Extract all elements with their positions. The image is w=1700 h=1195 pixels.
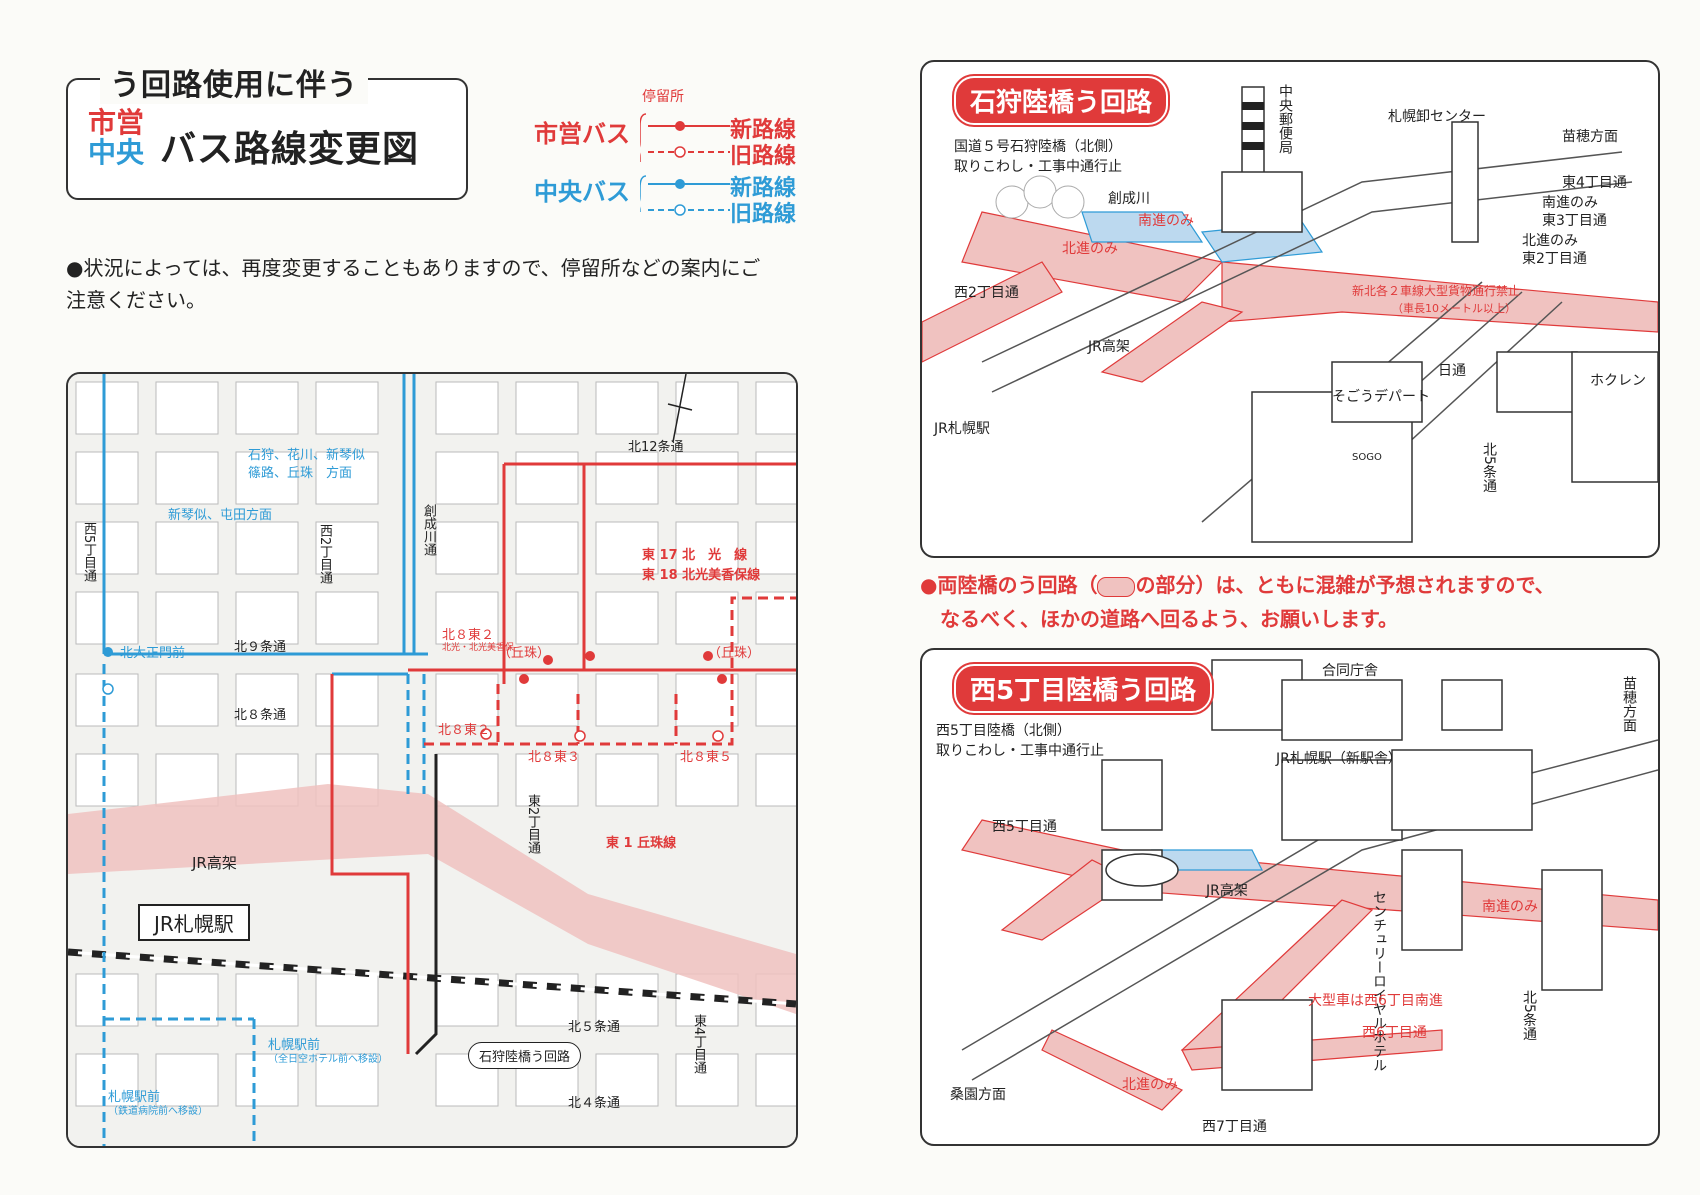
label-kita4: 北４条通 [568, 1096, 621, 1111]
p1-north-only2: 北進のみ [1522, 233, 1578, 249]
title-chuo: 中央 [88, 136, 145, 169]
legend: 停留所 市営バス 中央バス 新路線 旧路線 新路線 旧路線 [530, 86, 810, 227]
legend-chuo-new: 新路線 [730, 176, 797, 201]
label-kita8higashi2-top: 北８東２ [442, 628, 495, 643]
p2-bridge-note1: 西5丁目陸橋（北側） [936, 723, 1071, 739]
p1-bridge-note1: 国道５号石狩陸橋（北側） [954, 139, 1122, 155]
nishi5-illustration [961, 659, 1658, 1111]
legend-city-bus: 市営バス [534, 120, 630, 148]
label-kita9: 北９条通 [234, 640, 287, 655]
label-kita8higashi2-sub: 北光・北光美香保 [442, 643, 515, 653]
label-kitadaiseimon: 北大正門前 [120, 646, 186, 661]
congestion-note-line2: なるべく、ほかの道路へ回るよう、お願いします。 [940, 607, 1398, 631]
label-higashi2: 東2丁目通 [525, 794, 540, 855]
p1-south-only: 南進のみ [1138, 213, 1194, 229]
label-okadama1: （丘珠） [498, 646, 551, 661]
label-kita8higashi2-bot: 北８東２ [438, 723, 491, 738]
p1-post: 中央郵便局 [1277, 84, 1293, 154]
p1-north-only: 北進のみ [1062, 241, 1118, 257]
label-route17: 東 17 北 光 線 [642, 548, 748, 563]
label-ishikari: 石狩、花川、新琴似 [248, 448, 366, 463]
label-higashi4: 東4丁目通 [691, 1014, 706, 1075]
label-okadama2: （丘珠） [708, 646, 761, 661]
legend-lines [640, 113, 730, 216]
label-kita8higashi5: 北８東５ [680, 750, 733, 765]
nishi5-badge: 西5丁目陸橋う回路 [954, 664, 1213, 713]
legend-chuo-old: 旧路線 [730, 202, 797, 227]
nishi5-bridge-panel: 西5丁目陸橋う回路 合同庁舎 苗穂方面 西5丁目陸橋（北側） 取りこわし・工事中… [920, 648, 1660, 1146]
p1-higashi4: 東4丁目通 [1562, 175, 1627, 191]
label-nishi2: 西2丁目通 [317, 524, 332, 585]
caution-note: ●状況によっては、再度変更することもありますので、停留所などの案内にご注意くださ… [66, 256, 761, 312]
legend-city-old: 旧路線 [730, 144, 797, 169]
label-shinoro: 篠路、丘珠 方面 [248, 466, 353, 481]
p1-kita5: 北5条通 [1481, 442, 1497, 493]
p2-bridge-note2: 取りこわし・工事中通行止 [936, 743, 1104, 759]
p1-bridge-note2: 取りこわし・工事中通行止 [954, 159, 1122, 175]
p1-sogo-sign: SOGO [1352, 452, 1382, 463]
p2-north-only: 北進のみ [1122, 1077, 1178, 1093]
label-kita5: 北５条通 [568, 1020, 621, 1035]
label-sapporo-ekimae2: 札幌駅前 [108, 1090, 161, 1105]
label-ishikari-detour: 石狩陸橋う回路 [468, 1042, 582, 1069]
label-kita12: 北12条通 [628, 440, 684, 455]
route-map: N 北12条通 石狩、花川、新琴似 篠路、丘珠 方面 新琴似、屯田方面 西5丁目… [66, 372, 798, 1148]
label-route18: 東 18 北光美香保線 [642, 568, 761, 583]
label-shinkotoni: 新琴似、屯田方面 [168, 508, 273, 523]
label-sapporo-ekimae: 札幌駅前 [268, 1038, 321, 1053]
p1-higashi3: 東3丁目通 [1542, 213, 1607, 229]
legend-stop-label: 停留所 [642, 89, 684, 105]
p2-south-only: 南進のみ [1482, 899, 1538, 915]
title-city: 市営 [88, 106, 145, 139]
label-sapporo-ekimae-note: （全日空ホテル前へ移設） [268, 1054, 388, 1065]
p2-jr-elevated: JR高架 [1206, 883, 1248, 899]
pink-swatch [1097, 576, 1136, 597]
title-top: う回路使用に伴う [100, 60, 368, 104]
p2-jr-new: JR札幌駅（新駅舎） [1276, 751, 1402, 767]
legend-chuo-bus: 中央バス [534, 178, 630, 206]
p2-nishi5: 西5丁目通 [992, 819, 1057, 835]
label-sapporo-ekimae2-note: （鉄道病院前へ移設） [108, 1106, 208, 1117]
p1-truck2: （車長10メートル以上） [1392, 302, 1516, 315]
p1-nittsu: 日通 [1438, 363, 1466, 379]
label-route1: 東 1 丘珠線 [606, 836, 677, 851]
p1-higashi2: 東2丁目通 [1522, 251, 1587, 267]
p1-sogo: そごうデパート [1332, 389, 1430, 405]
congestion-note: ●両陸橋のう回路（ の部分）は、ともに混雑が予想されますので、 なるべく、ほかの道… [920, 568, 1555, 636]
label-nishi5: 西5丁目通 [81, 522, 96, 583]
p1-south-only2: 南進のみ [1542, 195, 1598, 211]
label-kita8higashi3: 北８東３ [528, 750, 581, 765]
p2-gov: 合同庁舎 [1322, 663, 1378, 679]
p2-century: センチュリーロイヤルホテル [1371, 890, 1387, 1072]
p2-kita5: 北5条通 [1521, 990, 1537, 1041]
ishikari-illustration [922, 86, 1658, 543]
p1-sosei: 創成川 [1108, 191, 1150, 207]
title-main: バス路線変更図 [160, 129, 420, 170]
label-jr-station: JR札幌駅 [138, 904, 250, 941]
p1-nishi2: 西2丁目通 [954, 285, 1019, 301]
p2-nishi6: 西6丁目通 [1362, 1025, 1427, 1041]
legend-city-new: 新路線 [730, 118, 797, 143]
p1-naebo: 苗穂方面 [1562, 129, 1618, 145]
label-kita8: 北８条通 [234, 708, 287, 723]
p2-naebo: 苗穂方面 [1621, 676, 1637, 732]
p2-nishi7: 西7丁目通 [1202, 1119, 1267, 1135]
map-grid [68, 374, 796, 1146]
ishikari-badge: 石狩陸橋う回路 [954, 76, 1169, 125]
p2-kuwazono: 桑園方面 [950, 1087, 1006, 1103]
ishikari-bridge-panel: 石狩陸橋う回路 中央郵便局 札幌卸センター 苗穂方面 国道５号石狩陸橋（北側） … [920, 60, 1660, 558]
label-jr-elevated: JR高架 [192, 854, 237, 872]
p2-large-vehicle: 大型車は西6丁目南進 [1308, 993, 1443, 1009]
p1-truck1: 新北各２車線大型貨物通行禁止 [1352, 284, 1521, 298]
p1-hokuren: ホクレン [1590, 373, 1646, 389]
congestion-note-line1a: ●両陸橋のう回路（ [920, 573, 1098, 597]
p1-jr-station: JR札幌駅 [934, 421, 990, 437]
p1-wholesale: 札幌卸センター [1388, 109, 1486, 125]
congestion-note-line1b: の部分）は、ともに混雑が予想されますので、 [1135, 573, 1555, 597]
label-sosei: 創成川通 [421, 504, 436, 556]
p1-jr-elevated: JR高架 [1088, 339, 1130, 355]
